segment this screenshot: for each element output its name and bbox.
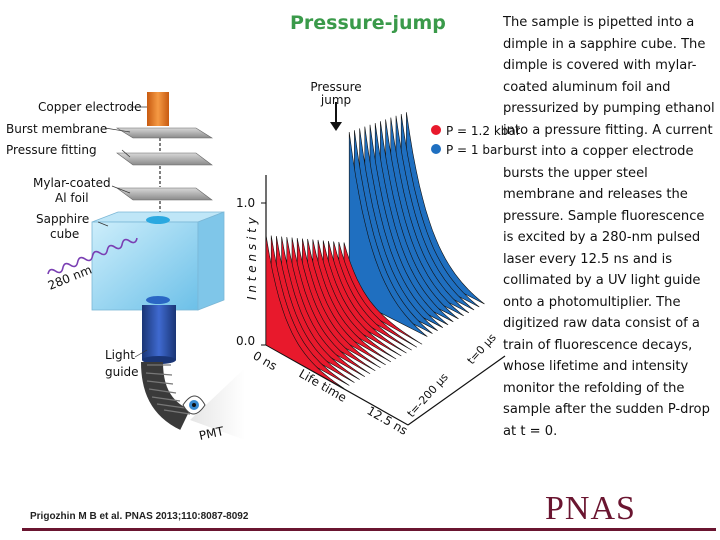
y-tick-label-top: 1.0 (236, 196, 255, 210)
decay-curve (348, 131, 428, 337)
label-laser: 280 nm (46, 263, 94, 293)
pressure-fitting-plate (116, 152, 213, 166)
sapphire-cube (91, 221, 199, 311)
label-pressure-fitting: Pressure fitting (6, 143, 97, 157)
y-tick-label-bottom: 0.0 (236, 334, 255, 348)
detection-cone (190, 368, 245, 440)
pressure-jump-figure: Copper electrode Burst membrane Pressure… (6, 80, 520, 443)
decay-curve (343, 242, 423, 345)
decay-plot (261, 102, 506, 426)
pressure-jump-label-1: Pressure (310, 80, 361, 94)
decay-curve (312, 239, 392, 363)
x-tick-label-end: 12.5 ns (365, 403, 410, 437)
label-copper-electrode: Copper electrode (38, 100, 142, 114)
decay-curve (322, 240, 402, 357)
pressure-jump-label-2: jump (320, 93, 351, 107)
time-label-neg: t=-200 μs (405, 370, 451, 420)
laser-beam (47, 237, 138, 275)
label-sapphire-2: cube (50, 227, 79, 241)
decay-curves (265, 112, 485, 389)
citation: Prigozhin M B et al. PNAS 2013;110:8087-… (30, 511, 249, 522)
legend-low-dot (431, 144, 441, 154)
label-light-2: guide (105, 365, 139, 379)
footer-rule (22, 528, 716, 531)
mylar-foil-plate (116, 187, 213, 201)
x-tick-label-start: 0 ns (251, 348, 280, 373)
apparatus (47, 92, 245, 440)
label-burst-membrane: Burst membrane (6, 122, 107, 136)
label-light-1: Light (105, 348, 135, 362)
decay-curve (265, 234, 345, 389)
description-text: The sample is pipetted into a dimple in … (503, 15, 715, 439)
pmt-eye-icon (182, 395, 206, 415)
pmt-tube (141, 361, 191, 430)
light-guide (142, 305, 176, 360)
decay-curve (338, 241, 418, 348)
legend-high-dot (431, 125, 441, 135)
pnas-logo: PNAS (545, 490, 636, 527)
decay-curve (333, 241, 412, 351)
burst-membrane-plate (115, 127, 214, 139)
legend-low-label: P = 1 bar (446, 143, 502, 157)
slide-title: Pressure-jump (290, 12, 446, 34)
label-mylar-1: Mylar-coated (33, 176, 111, 190)
time-label-zero: t=0 μs (465, 331, 499, 367)
decay-curve (317, 239, 397, 360)
copper-electrode (147, 92, 169, 126)
label-sapphire-1: Sapphire (36, 212, 89, 226)
decay-curve (302, 238, 381, 369)
legend-high-label: P = 1.2 kbar (446, 124, 520, 138)
time-axis (407, 355, 506, 426)
label-mylar-2: Al foil (55, 191, 89, 205)
y-axis-label: I n t e n s i t y (245, 216, 259, 300)
decay-curve (307, 238, 386, 366)
label-pmt: PMT (198, 424, 226, 443)
sample-dimple (146, 216, 170, 224)
